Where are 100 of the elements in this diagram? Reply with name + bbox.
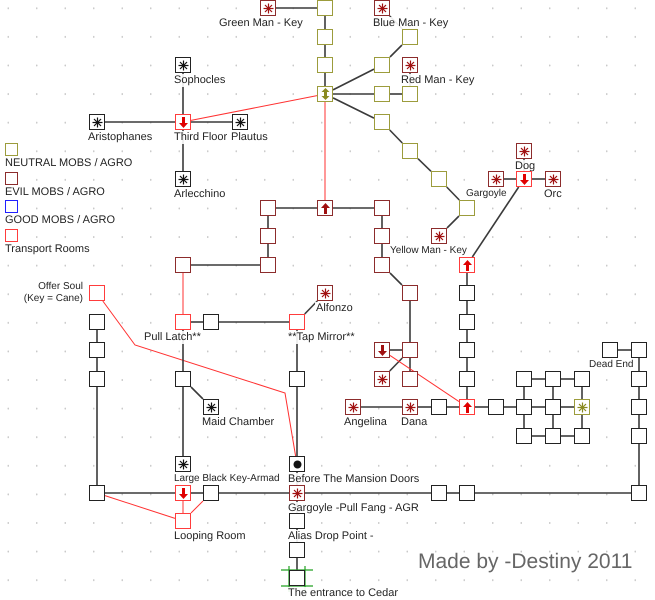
room-square [260, 257, 276, 273]
room-square [459, 399, 475, 415]
room-square [431, 485, 447, 501]
room-square [459, 342, 475, 358]
room-square [516, 171, 532, 187]
connector-line [333, 207, 374, 209]
connector-line [105, 121, 175, 123]
room-label: Alias Drop Point - [287, 530, 375, 543]
room-square [431, 399, 447, 415]
connector-line [504, 406, 516, 408]
connector-line [361, 406, 402, 408]
connector-line [532, 178, 545, 180]
room-label: Aristophanes [87, 131, 154, 144]
connector-line [191, 321, 203, 323]
room-label: Looping Room [173, 530, 247, 543]
connector-line [219, 492, 289, 494]
room-square [260, 228, 276, 244]
connector-line [267, 216, 269, 228]
room-square [175, 485, 191, 501]
room-label: Green Man - Key [218, 17, 304, 30]
room-square [459, 314, 475, 330]
room-square [488, 399, 504, 415]
room-square [516, 428, 532, 444]
room-square [317, 29, 333, 45]
room-square [402, 86, 418, 102]
connector-line [190, 500, 204, 514]
connector-line [324, 45, 326, 57]
connector-line [446, 186, 460, 201]
connector-line [389, 272, 403, 286]
connector-line [389, 44, 403, 58]
connector-line [305, 492, 431, 494]
room-square [574, 428, 590, 444]
connector-line [333, 93, 374, 95]
room-square [631, 399, 647, 415]
legend-label: EVIL MOBS / AGRO [5, 186, 105, 198]
room-square [89, 485, 105, 501]
room-square [317, 0, 333, 16]
room-label: Red Man - Key [400, 74, 476, 87]
room-label: Angelina [343, 416, 388, 429]
connector-line [105, 492, 175, 494]
connector-line [638, 415, 640, 428]
room-square [459, 257, 475, 273]
connector-line [466, 358, 468, 371]
room-square [89, 342, 105, 358]
room-square [289, 371, 305, 387]
connector-line [96, 330, 98, 342]
room-square [402, 285, 418, 301]
room-square [402, 29, 418, 45]
connector-line [475, 406, 488, 408]
connector-line [417, 158, 432, 172]
room-square [516, 371, 532, 387]
room-label: Third Floor [173, 131, 228, 144]
connector-line [523, 387, 525, 399]
connector-line [466, 330, 468, 342]
connector-line [561, 435, 574, 437]
room-square [459, 200, 475, 216]
connector-line [638, 358, 640, 371]
room-square [203, 485, 219, 501]
connector-line [552, 387, 554, 399]
connector-line [381, 244, 383, 257]
connector-line [466, 301, 468, 314]
room-label: **Tap Mirror** [287, 331, 356, 344]
room-square [260, 200, 276, 216]
connector-line [418, 406, 431, 408]
connector-line [466, 387, 468, 399]
connector-line [104, 495, 176, 519]
room-square [89, 314, 105, 330]
connector-line [504, 178, 516, 180]
connector-line [447, 492, 459, 494]
connector-line [389, 129, 403, 144]
connector-line [618, 349, 631, 351]
connector-line [191, 121, 232, 123]
connector-line [190, 95, 318, 121]
connector-line [561, 378, 574, 380]
room-label: Yellow Man - Key [389, 245, 468, 257]
connector-line [523, 415, 525, 428]
room-square [631, 371, 647, 387]
room-label: Gargoyle [465, 188, 508, 200]
room-square [516, 399, 532, 415]
connector-line [191, 264, 260, 266]
connector-line [324, 16, 326, 29]
room-square [374, 342, 390, 358]
connector-line [409, 358, 411, 371]
connector-line [267, 244, 269, 257]
connector-line [532, 378, 545, 380]
connector-line [332, 68, 374, 91]
room-label: Before The Mansion Doors [287, 473, 420, 486]
connector-line [390, 349, 402, 351]
connector-line [190, 386, 204, 400]
room-square [374, 228, 390, 244]
legend-label: GOOD MOBS / AGRO [5, 214, 116, 227]
connector-line [219, 321, 289, 323]
connector-line [191, 492, 203, 494]
connector-line [638, 444, 640, 485]
connector-line [390, 93, 402, 95]
room-label: Pull Latch** [143, 331, 202, 344]
room-square [459, 485, 475, 501]
connector-line [96, 387, 98, 485]
connector-line [475, 492, 631, 494]
connector-line [381, 216, 383, 228]
